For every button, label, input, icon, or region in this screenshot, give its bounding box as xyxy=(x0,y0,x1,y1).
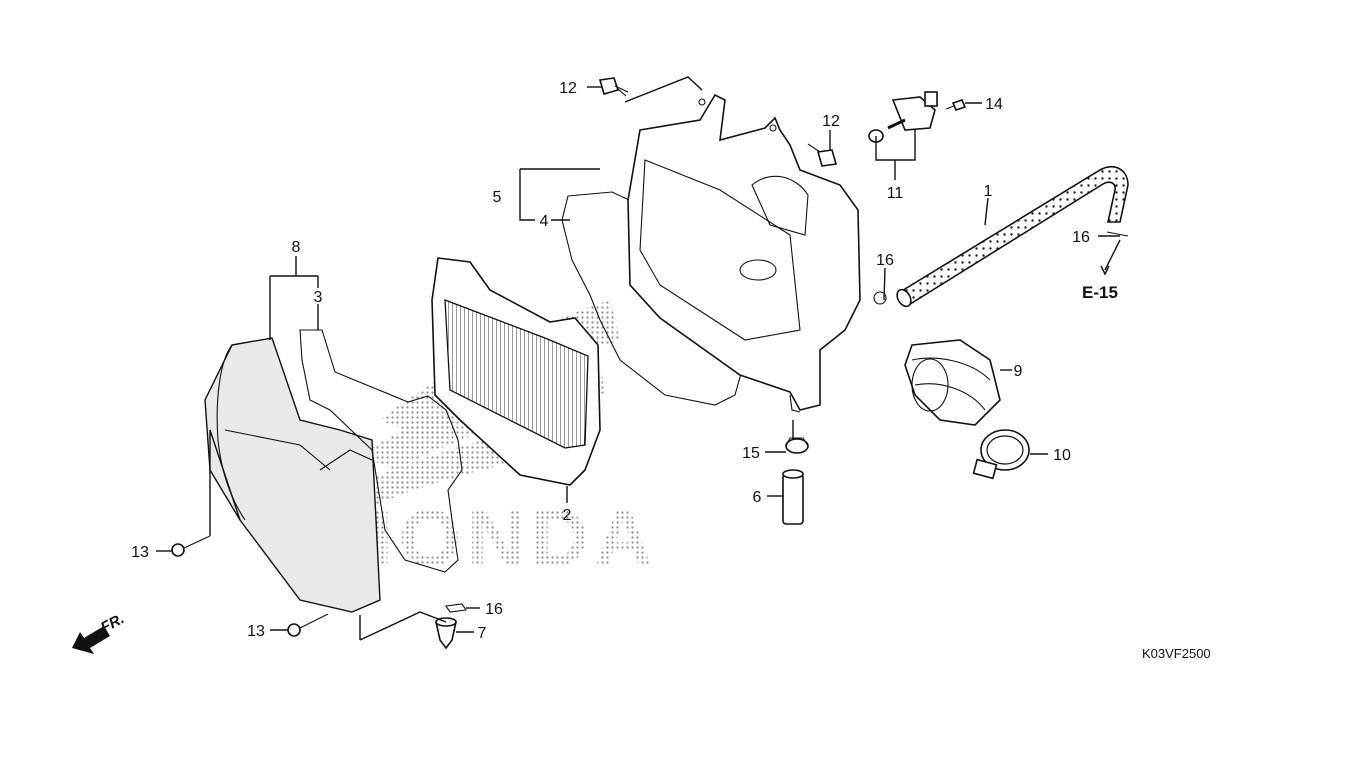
callout-1: 1 xyxy=(984,183,993,200)
air-filter-element xyxy=(431,257,601,486)
callout-7: 7 xyxy=(478,625,487,642)
callout-4: 4 xyxy=(540,213,549,230)
screw-13-upper xyxy=(171,535,211,557)
drain-clip xyxy=(785,437,809,454)
screw-13-lower xyxy=(287,613,329,637)
callout-11: 11 xyxy=(887,185,904,202)
watermark-text: HONDA xyxy=(335,493,658,582)
callout-8: 8 xyxy=(292,239,301,256)
callout-16-case: 16 xyxy=(876,252,894,269)
cover-seal xyxy=(299,329,463,573)
front-arrow: FR. xyxy=(72,610,127,654)
clip-16-hose xyxy=(1106,231,1129,237)
drain-plug xyxy=(435,617,457,650)
callout-12-right: 12 xyxy=(822,113,840,130)
intake-sensor xyxy=(868,91,938,143)
air-cleaner-cover xyxy=(204,337,381,613)
callout-2: 2 xyxy=(563,507,572,524)
callouts: 1 2 3 4 5 6 7 8 9 10 11 12 12 13 13 14 1… xyxy=(131,80,1090,642)
callout-9: 9 xyxy=(1014,363,1023,380)
screw-14 xyxy=(945,99,967,111)
callout-16-bottom: 16 xyxy=(485,601,503,618)
bolt-12-top xyxy=(598,77,629,97)
callout-15: 15 xyxy=(742,445,760,462)
callout-16-hose: 16 xyxy=(1072,229,1090,246)
clip-16-case xyxy=(873,291,887,305)
callout-10: 10 xyxy=(1053,447,1071,464)
callout-3: 3 xyxy=(314,289,323,306)
air-cleaner-case xyxy=(627,93,861,413)
bolt-12-right xyxy=(807,143,838,167)
connecting-tube xyxy=(904,339,1001,426)
callout-5: 5 xyxy=(493,189,502,206)
callout-13-upper: 13 xyxy=(131,544,149,561)
callout-13-lower: 13 xyxy=(247,623,265,640)
leader-lines xyxy=(156,76,1121,641)
drain-tube xyxy=(782,469,804,525)
breather-hose xyxy=(896,166,1129,308)
reference-label: E-15 xyxy=(1082,283,1118,302)
callout-6: 6 xyxy=(753,489,762,506)
clip-16-bottom xyxy=(445,603,467,613)
callout-12-top: 12 xyxy=(559,80,577,97)
callout-14: 14 xyxy=(985,96,1003,113)
diagram-code: K03VF2500 xyxy=(1142,646,1211,661)
tube-band xyxy=(972,429,1030,480)
